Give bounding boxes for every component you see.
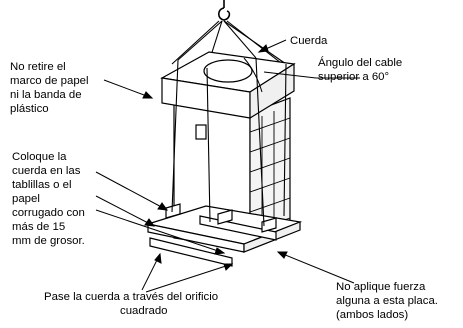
label-hole-note: Pase la cuerda a través del orificio cua… (44, 291, 221, 317)
skid-left (149, 237, 233, 267)
label-placement-note: Coloque la cuerda en las tablillas o el … (12, 151, 88, 247)
text-labels: Cuerda Ángulo del cable superior a 60° N… (10, 35, 441, 321)
front-square (195, 124, 207, 140)
label-plate-note: No aplique fuerza alguna a esta placa. (… (336, 281, 441, 321)
leader-lines (95, 39, 360, 293)
ropes (171, 20, 291, 71)
angle-arc (243, 57, 263, 93)
label-cable-angle: Ángulo del cable superior a 60° (318, 56, 405, 83)
outdoor-unit (145, 51, 303, 267)
slat-3 (261, 217, 277, 233)
label-frame-note: No retire el marco de papel ni la banda … (10, 61, 92, 115)
slat-1 (165, 203, 181, 219)
slat-2 (217, 209, 233, 225)
body-ropes (171, 57, 287, 227)
label-rope: Cuerda (290, 35, 328, 47)
lifting-hook (217, 0, 231, 21)
fan-opening (203, 59, 253, 83)
